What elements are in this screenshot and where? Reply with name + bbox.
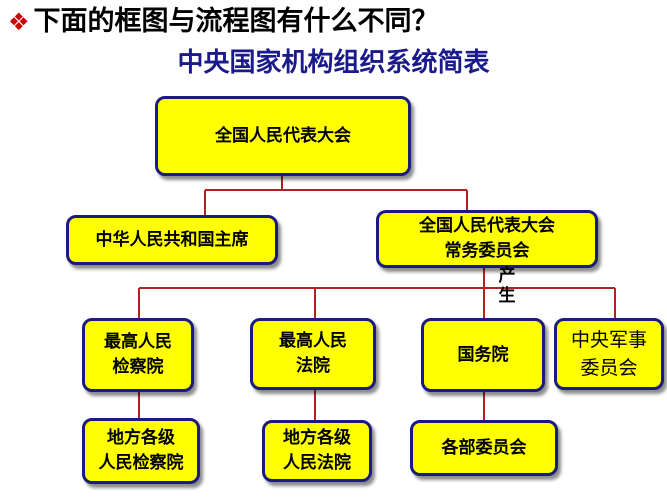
node-supreme-procuratorate: 最高人民 检察院 — [82, 318, 194, 392]
node-state-council: 国务院 — [421, 318, 545, 392]
node-npc: 全国人民代表大会 — [155, 96, 411, 176]
node-standing-line2: 常务委员会 — [444, 241, 530, 261]
node-cmc-line2: 委员会 — [580, 357, 638, 379]
node-state-council-label: 国务院 — [457, 344, 509, 365]
question-heading: ❖下面的框图与流程图有什么不同？ — [8, 2, 663, 42]
node-procuratorate-line2: 检察院 — [112, 357, 164, 377]
bullet-icon: ❖ — [8, 8, 30, 36]
edge-note: 产 生 — [497, 266, 517, 306]
edge-note-char1: 产 — [498, 266, 516, 286]
node-ministries: 各部委员会 — [410, 420, 558, 476]
node-president-label: 中华人民共和国主席 — [95, 229, 249, 250]
node-local-court-line1: 地方各级 — [283, 428, 351, 448]
node-president: 中华人民共和国主席 — [66, 215, 278, 265]
node-supreme-court: 最高人民 法院 — [250, 318, 376, 390]
node-cmc-line1: 中央军事 — [570, 329, 647, 351]
node-procuratorate-line1: 最高人民 — [104, 332, 172, 352]
node-local-court-line2: 人民法院 — [283, 453, 351, 473]
node-local-procuratorate-line2: 人民检察院 — [98, 453, 184, 473]
node-court-line1: 最高人民 — [279, 331, 347, 351]
edge-note-char2: 生 — [498, 286, 516, 306]
node-ministries-label: 各部委员会 — [441, 437, 527, 458]
node-standing-line1: 全国人民代表大会 — [419, 216, 555, 236]
chart-title: 中央国家机构组织系统简表 — [177, 48, 490, 78]
node-cmc: 中央军事 委员会 — [554, 318, 664, 390]
question-mark: ？ — [411, 6, 439, 37]
node-local-court: 地方各级 人民法院 — [262, 420, 372, 482]
node-court-line2: 法院 — [296, 356, 330, 376]
node-local-procuratorate: 地方各级 人民检察院 — [82, 418, 200, 484]
node-npc-label: 全国人民代表大会 — [215, 125, 351, 146]
node-standing-committee: 全国人民代表大会 常务委员会 — [376, 210, 598, 268]
question-text: 下面的框图与流程图有什么不同 — [33, 6, 412, 37]
node-local-procuratorate-line1: 地方各级 — [107, 428, 175, 448]
